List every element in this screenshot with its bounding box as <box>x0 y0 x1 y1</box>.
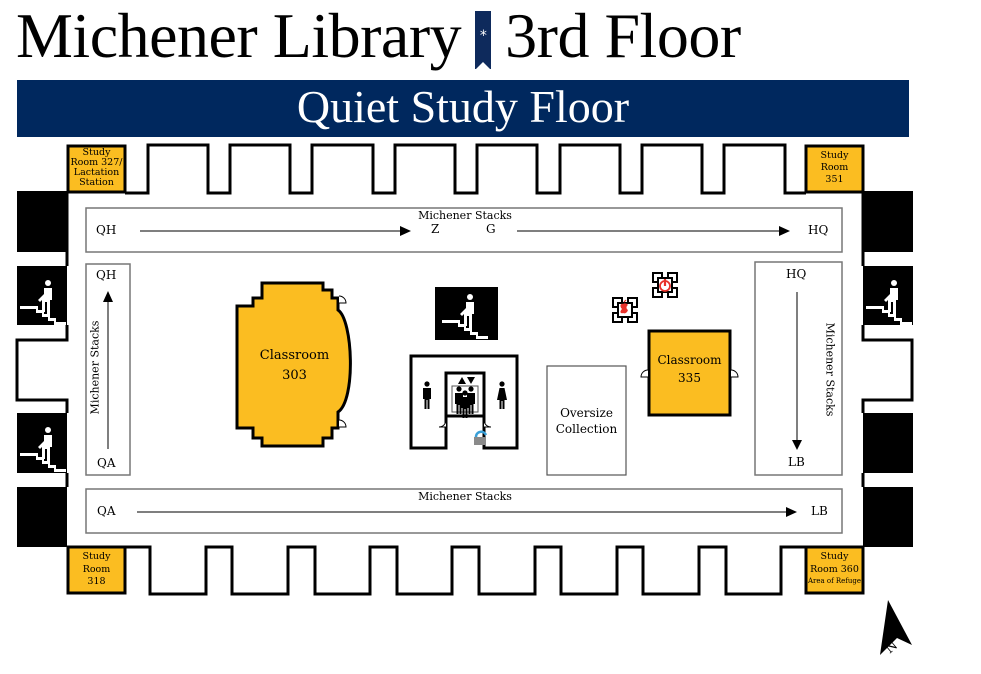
study-room-360 <box>804 545 865 595</box>
stacks-right-top: HQ <box>786 267 807 281</box>
stacks-top-g: G <box>486 222 496 236</box>
study-room-351 <box>804 144 865 194</box>
left-wall-block <box>17 487 67 547</box>
right-wall-block <box>863 191 913 252</box>
stacks-bottom-end: LB <box>811 504 828 518</box>
classroom-335 <box>647 329 732 417</box>
stacks-bottom-start: QA <box>97 504 116 518</box>
stacks-left-bottom: QA <box>97 456 116 470</box>
water-fountain-icon <box>474 437 486 445</box>
oversize-collection <box>546 365 627 476</box>
stacks-left-top: QH <box>96 268 117 282</box>
stacks-right-bottom: LB <box>788 455 805 469</box>
stacks-top-end: HQ <box>808 223 829 237</box>
stacks-top <box>85 207 843 253</box>
classroom-303 <box>235 281 352 448</box>
study-room-318 <box>66 545 127 595</box>
top-wall <box>125 143 806 195</box>
stacks-bottom <box>85 488 843 534</box>
stacks-right <box>754 261 843 476</box>
bottom-wall <box>125 545 806 596</box>
stacks-bottom-title: Michener Stacks <box>418 490 512 503</box>
library-name: Michener Library <box>16 0 462 71</box>
right-wall-block <box>863 487 913 547</box>
restroom-elevator-block <box>409 354 519 450</box>
floor-name: 3rd Floor <box>505 0 741 71</box>
stacks-left-title: Michener Stacks <box>88 320 102 415</box>
stacks-top-z: Z <box>431 222 440 236</box>
north-arrow-icon <box>880 600 912 655</box>
left-wall-block <box>17 191 67 252</box>
study-room-327 <box>66 144 127 194</box>
bookmark-separator-icon: * <box>475 11 492 71</box>
subtitle-banner: Quiet Study Floor <box>17 80 909 137</box>
right-wall-block <box>863 413 913 473</box>
stacks-top-start: QH <box>96 223 117 237</box>
page-title: Michener Library*3rd Floor <box>16 0 741 76</box>
stacks-top-title: Michener Stacks <box>418 209 512 222</box>
stacks-right-title: Michener Stacks <box>823 322 837 417</box>
